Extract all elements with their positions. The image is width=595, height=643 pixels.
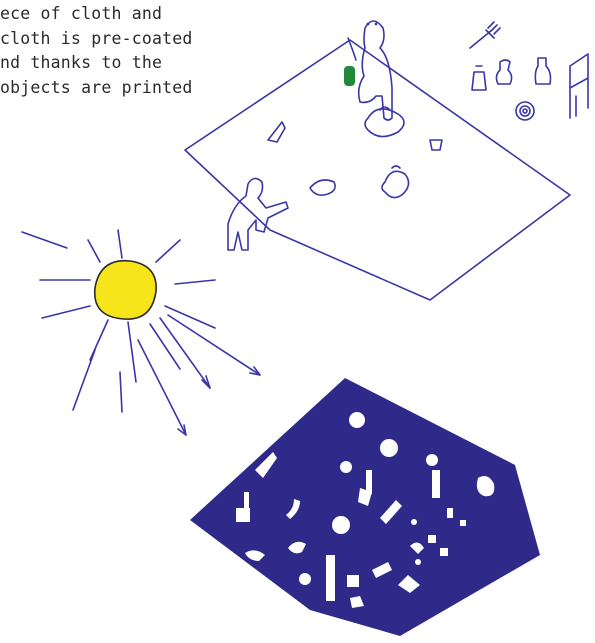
chair-icon xyxy=(570,54,588,118)
jar-icon xyxy=(472,66,486,90)
cloth-object-cup xyxy=(430,140,442,150)
spiral-icon xyxy=(516,102,534,120)
green-bottle-icon xyxy=(344,66,355,86)
drawing-person-icon xyxy=(228,178,288,250)
cloth-object-shoe xyxy=(310,180,335,195)
cloth-object-figure xyxy=(382,166,409,198)
sun-disc xyxy=(95,261,156,319)
cloth-object-pot xyxy=(365,107,404,137)
sun-rays xyxy=(22,230,260,435)
bottle-icon xyxy=(535,58,550,84)
cloth-object-knife xyxy=(268,122,285,142)
printed-cloth xyxy=(190,378,540,636)
sun-icon xyxy=(22,230,260,435)
jug-icon xyxy=(496,60,511,84)
rake-icon xyxy=(470,22,500,48)
